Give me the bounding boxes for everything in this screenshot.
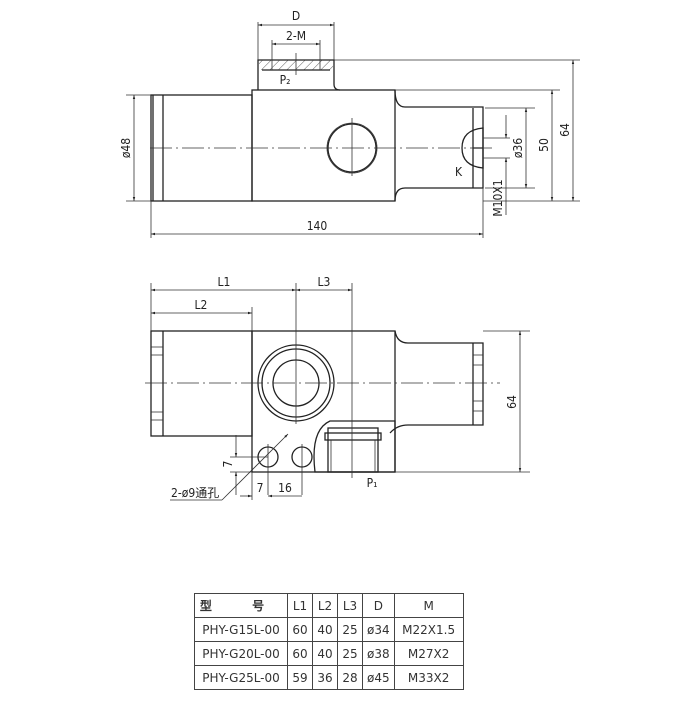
cell-L2: 40 [312,641,338,666]
port-P1-label: P₁ [367,476,378,490]
hole-note-label: 2-ø9通孔 [171,486,219,500]
header-D: D [362,593,395,618]
cell-model: PHY-G15L-00 [194,617,288,642]
header-L1: L1 [287,593,313,618]
table-row: PHY-G25L-00 59 36 28 ø45 M33X2 [194,665,464,690]
cell-D: ø38 [362,641,395,666]
cell-D: ø34 [362,617,395,642]
cell-M: M33X2 [393,665,464,690]
dim-L2-label: L2 [195,298,208,312]
cell-L2: 36 [312,665,338,690]
front-view-dimensions [150,283,530,501]
dim-140-label: 140 [307,219,328,233]
top-view: D 2-M P₂ ø48 140 ø36 50 64 K M10X1 [119,9,580,238]
header-L2: L2 [312,593,338,618]
cell-model: PHY-G25L-00 [194,665,288,690]
header-L3: L3 [337,593,363,618]
table-row: PHY-G20L-00 60 40 25 ø38 M27X2 [194,641,464,666]
dim-L3-label: L3 [318,275,331,289]
table-header-row: 型 号 L1 L2 L3 D M [194,593,464,618]
dim-D-label: D [292,9,300,23]
dim-16-label: 16 [278,481,292,495]
header-model: 型 号 [194,593,288,618]
cell-M: M27X2 [393,641,464,666]
cell-L3: 25 [337,641,363,666]
dim-phi36-label: ø36 [511,138,525,158]
cell-model: PHY-G20L-00 [194,641,288,666]
dim-7-horizontal-label: 7 [257,481,264,495]
cell-L1: 60 [287,617,313,642]
dim-7-vertical-label: 7 [221,461,235,468]
front-view-body [145,283,500,495]
section-K-label: K [455,165,463,179]
thread-M10X1-label: M10X1 [491,179,505,216]
dim-64-label: 64 [558,123,572,137]
cell-D: ø45 [362,665,395,690]
dim-50-label: 50 [537,138,551,152]
table-row: PHY-G15L-00 60 40 25 ø34 M22X1.5 [194,617,464,642]
top-view-dimensions [126,22,580,238]
cell-L2: 40 [312,617,338,642]
header-M: M [393,593,464,618]
cell-L1: 60 [287,641,313,666]
cell-L1: 59 [287,665,313,690]
top-view-body [150,53,495,202]
cell-M: M22X1.5 [393,617,464,642]
dim-2M-label: 2-M [286,29,306,43]
dim-L1-label: L1 [218,275,231,289]
cell-L3: 28 [337,665,363,690]
front-view: L1 L3 L2 64 7 7 16 2-ø9通孔 P₁ [145,275,530,501]
dim-64-front-label: 64 [505,395,519,409]
port-P2-label: P₂ [280,73,291,87]
cell-L3: 25 [337,617,363,642]
spec-table: 型 号 L1 L2 L3 D M PHY-G15L-00 60 40 25 ø3… [194,593,464,690]
dim-phi48-label: ø48 [119,138,133,158]
